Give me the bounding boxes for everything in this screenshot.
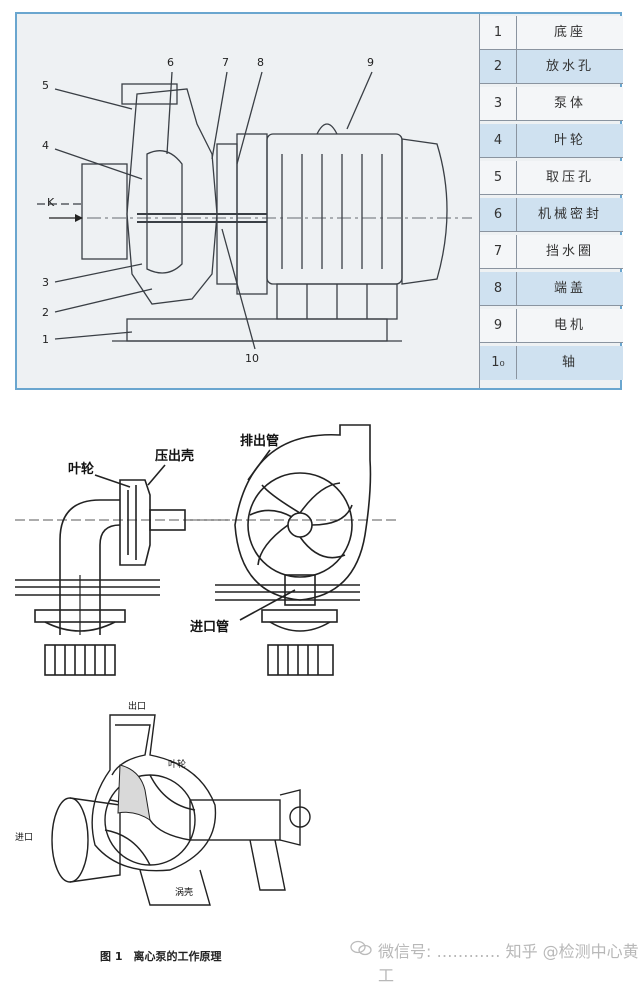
legend-row: 4 叶轮 bbox=[480, 124, 623, 158]
legend-number: 7 bbox=[480, 235, 517, 268]
casing-label: 涡壳 bbox=[175, 886, 193, 898]
legend-name: 轴 bbox=[561, 355, 578, 370]
legend-name: 挡水圈 bbox=[545, 244, 594, 259]
callout-9: 9 bbox=[367, 56, 374, 69]
outlet-label: 出口 bbox=[128, 700, 146, 712]
pump-foot bbox=[139, 869, 211, 906]
legend-row: 2 放水孔 bbox=[480, 50, 623, 84]
cutaway-volute bbox=[91, 714, 217, 872]
legend-name: 机械密封 bbox=[537, 207, 602, 222]
legend-number: 4 bbox=[480, 124, 517, 157]
impeller-outline bbox=[146, 150, 183, 274]
discharge-pipe-label: 排出管 bbox=[240, 433, 279, 449]
figure-caption: 图 1 离心泵的工作原理 bbox=[100, 950, 222, 963]
legend-number: 1₀ bbox=[480, 346, 517, 379]
base-plate bbox=[126, 318, 388, 342]
volute-label: 压出壳 bbox=[155, 448, 194, 464]
legend-number: 2 bbox=[480, 50, 517, 83]
legend-row: 8 端盖 bbox=[480, 272, 623, 306]
bearing-housing bbox=[189, 799, 281, 841]
inlet-pipe-label: 进口管 bbox=[190, 619, 229, 635]
parts-legend-table: 1 底座 2 放水孔 3 泵体 4 叶轮 5 取压孔 6 机械密封 7 挡水圈 … bbox=[479, 14, 623, 388]
legend-name: 端盖 bbox=[553, 281, 586, 296]
callout-7: 7 bbox=[222, 56, 229, 69]
impeller-label-cutaway: 叶轮 bbox=[168, 758, 186, 770]
callout-3: 3 bbox=[42, 276, 49, 289]
legend-row: 1 底座 bbox=[480, 16, 623, 50]
pump-body bbox=[126, 88, 218, 305]
legend-row: 3 泵体 bbox=[480, 87, 623, 121]
working-principle-sketch: 叶轮 压出壳 排出管 进口管 bbox=[15, 424, 400, 676]
outlet-flange bbox=[121, 83, 178, 105]
flange-right bbox=[261, 609, 338, 623]
pump-assembly-drawing: K 5 4 3 2 1 6 7 8 9 10 bbox=[37, 56, 472, 365]
legend-row: 7 挡水圈 bbox=[480, 235, 623, 269]
wechat-icon bbox=[350, 940, 372, 956]
callout-5: 5 bbox=[42, 79, 49, 92]
support-foot bbox=[249, 839, 286, 891]
suction-elbow-inner bbox=[99, 524, 121, 635]
callout-2: 2 bbox=[42, 306, 49, 319]
inlet-label: 进口 bbox=[15, 832, 33, 843]
legend-number: 6 bbox=[480, 198, 517, 231]
arrow-k-label: K bbox=[47, 196, 55, 209]
legend-name: 叶轮 bbox=[553, 133, 586, 148]
legend-name: 底座 bbox=[553, 25, 586, 40]
suction-elbow-outer bbox=[59, 499, 120, 635]
legend-name: 放水孔 bbox=[545, 59, 594, 74]
legend-row: 6 机械密封 bbox=[480, 198, 623, 232]
legend-number: 9 bbox=[480, 309, 517, 342]
impeller-label: 叶轮 bbox=[68, 461, 94, 477]
strainer-left bbox=[44, 644, 116, 676]
callout-10: 10 bbox=[245, 352, 259, 365]
callout-4: 4 bbox=[42, 139, 49, 152]
motor-fan-cover bbox=[401, 138, 448, 285]
assembly-drawing-panel: K 5 4 3 2 1 6 7 8 9 10 1 底座 2 放水孔 3 泵体 4… bbox=[15, 12, 623, 390]
legend-name: 泵体 bbox=[553, 96, 586, 111]
impeller-housing-side bbox=[119, 479, 151, 566]
legend-number: 3 bbox=[480, 87, 517, 120]
legend-row: 1₀ 轴 bbox=[480, 346, 623, 380]
inlet-flange-cutaway bbox=[51, 797, 89, 883]
strainer-right bbox=[267, 644, 334, 676]
legend-row: 9 电机 bbox=[480, 309, 623, 343]
legend-number: 5 bbox=[480, 161, 517, 194]
legend-name: 取压孔 bbox=[545, 170, 594, 185]
legend-name: 电机 bbox=[553, 318, 586, 333]
cutaway-pump-illustration: 出口 叶轮 进口 涡壳 bbox=[15, 700, 311, 906]
inlet-flange bbox=[81, 163, 128, 260]
impeller-circle bbox=[247, 472, 353, 578]
lifting-eye bbox=[316, 123, 338, 135]
watermark-text: 微信号: ………… 知乎 @检测中心黄工 bbox=[378, 942, 639, 985]
legend-row: 5 取压孔 bbox=[480, 161, 623, 195]
callout-8: 8 bbox=[257, 56, 264, 69]
callout-1: 1 bbox=[42, 333, 49, 346]
callout-6: 6 bbox=[167, 56, 174, 69]
legend-number: 8 bbox=[480, 272, 517, 305]
legend-number: 1 bbox=[480, 16, 517, 49]
